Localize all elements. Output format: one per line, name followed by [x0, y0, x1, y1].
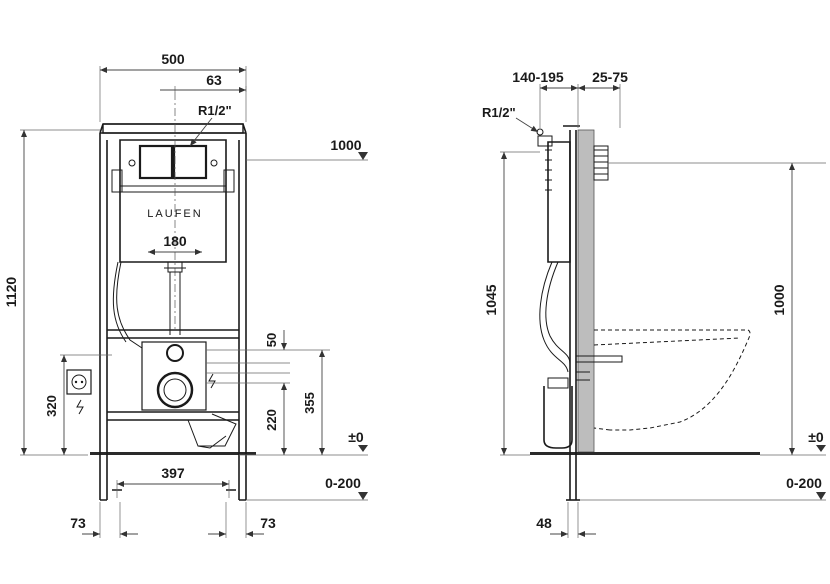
dim-height-ref-side: 1000 [771, 284, 787, 315]
side-drain [543, 386, 573, 449]
screw-right [210, 159, 218, 167]
side-cistern [547, 141, 571, 263]
dim-d320: 320 [44, 395, 59, 417]
front-floor-line [90, 452, 256, 455]
side-view: 140-195 25-75 R1/2" 1045 1000 ±0 0-200 4… [482, 69, 826, 538]
level-marker-1000-front [358, 152, 368, 160]
drain-elbow [187, 413, 237, 449]
side-flush-pipe [539, 261, 571, 373]
flush-pipe [167, 262, 183, 335]
dim-flush-pipe-width: 180 [163, 233, 187, 249]
dim-offset-top: 63 [206, 72, 222, 88]
dim-height-total: 1120 [3, 277, 19, 308]
brand-logo-text: LAUFEN [147, 208, 202, 220]
socket-pin-right [80, 380, 84, 384]
front-view: LAUFEN 500 [3, 51, 368, 538]
dim-d50: 50 [264, 333, 279, 347]
leader-connection-side [515, 117, 539, 133]
electric-symbol-front [208, 373, 216, 389]
socket-box [66, 369, 92, 395]
dim-connection-top: R1/2" [198, 103, 232, 118]
water-hose-2 [112, 261, 127, 343]
leader-connection-top [189, 117, 213, 147]
front-feet [100, 489, 246, 501]
dim-d355: 355 [302, 392, 317, 414]
waste-outlet-outer [156, 371, 194, 409]
level-marker-zero-front [358, 445, 368, 452]
side-floor-line [530, 452, 760, 455]
dim-zero-front: ±0 [348, 429, 364, 445]
flush-outlet [166, 344, 184, 362]
dim-depth-range: 140-195 [512, 69, 564, 85]
dim-foot-left: 73 [70, 515, 86, 531]
wall-anchor [593, 145, 609, 181]
wall-section [577, 129, 595, 453]
dim-wall-range: 25-75 [592, 69, 628, 85]
dim-feet-width: 397 [161, 465, 185, 481]
dim-connection-side: R1/2" [482, 105, 516, 120]
dim-d220: 220 [264, 409, 279, 431]
screw-left [128, 159, 136, 167]
dim-foot-right: 73 [260, 515, 276, 531]
waste-outlet-inner [163, 378, 187, 402]
level-marker-adjust-side [816, 492, 826, 500]
flush-button-right [172, 144, 208, 180]
flush-button-left [138, 144, 174, 180]
socket-icon [71, 374, 87, 390]
side-valve [536, 128, 544, 136]
water-hose [116, 261, 143, 349]
side-cistern-top [537, 135, 553, 147]
level-marker-adjust-front [358, 492, 368, 500]
front-low-rail [107, 411, 239, 421]
dim-adjust-front: 0-200 [325, 475, 361, 491]
socket-pin-left [74, 380, 78, 384]
bracket-left [111, 169, 123, 193]
dim-height-1045: 1045 [483, 284, 499, 315]
dim-foot-depth: 48 [536, 515, 552, 531]
level-marker-zero-side [816, 445, 826, 452]
dim-adjust-side: 0-200 [786, 475, 822, 491]
electric-symbol-socket [76, 399, 84, 415]
wc-bowl-outline [593, 329, 751, 431]
dim-zero-side: ±0 [808, 429, 824, 445]
dim-width-total: 500 [161, 51, 185, 67]
front-mid-rail [107, 329, 239, 339]
waste-bracket [141, 341, 207, 411]
bracket-right [223, 169, 235, 193]
front-top-rail [102, 123, 244, 134]
dim-height-ref-front: 1000 [330, 137, 361, 153]
side-support-arm [576, 355, 623, 363]
